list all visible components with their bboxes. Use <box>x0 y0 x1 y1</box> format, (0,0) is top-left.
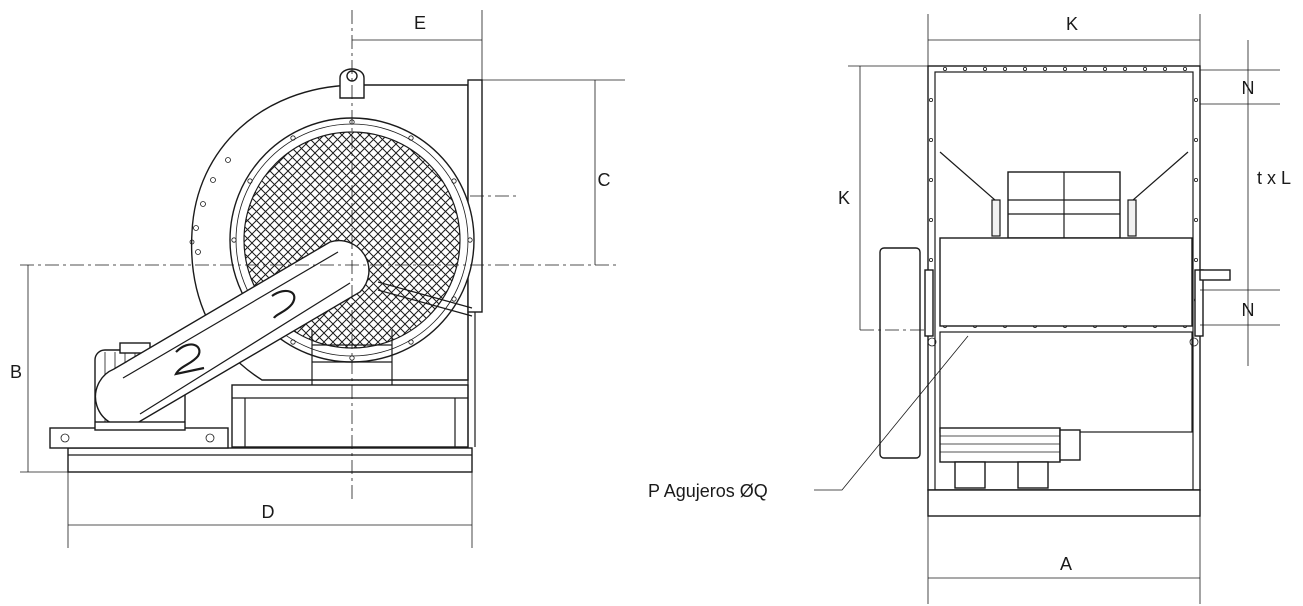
support-frame <box>231 312 476 448</box>
dimension-d: D <box>67 472 473 548</box>
lifting-eye <box>339 68 365 99</box>
motor-rail <box>49 427 229 449</box>
label-b: B <box>10 362 22 382</box>
impeller <box>939 151 1189 239</box>
strut <box>377 281 473 309</box>
dimension-e: E <box>352 10 483 80</box>
dimension-k-side: K <box>838 65 928 330</box>
front-base <box>927 489 1201 517</box>
label-e: E <box>414 13 426 33</box>
shaft-housing <box>939 237 1193 327</box>
label-d: D <box>262 502 275 522</box>
label-n-top: N <box>1242 78 1255 98</box>
dimension-a: A <box>927 516 1201 604</box>
label-k-top: K <box>1066 14 1078 34</box>
label-holes: P Agujeros ØQ <box>648 481 768 501</box>
base-plate <box>67 447 473 473</box>
label-txl: t x L <box>1257 168 1291 188</box>
label-n-bottom: N <box>1242 300 1255 320</box>
dimension-k-top: K <box>927 14 1201 66</box>
label-c: C <box>598 170 611 190</box>
label-k-side: K <box>838 188 850 208</box>
label-a: A <box>1060 554 1072 574</box>
guard-hatch-marks <box>173 289 296 376</box>
front-view: K K N t x L N A P Agujeros <box>648 14 1291 604</box>
belt-guard <box>94 239 370 428</box>
front-motor <box>939 427 1081 489</box>
shaft-end <box>1199 269 1231 281</box>
holes-leader: P Agujeros ØQ <box>648 335 969 501</box>
housing-bolts <box>189 157 231 255</box>
side-view: E C B D <box>10 10 625 548</box>
pulley <box>879 247 921 459</box>
dimension-n-txl: N t x L N <box>1200 40 1291 366</box>
dimension-b: B <box>10 265 68 473</box>
dimension-c: C <box>475 79 625 265</box>
